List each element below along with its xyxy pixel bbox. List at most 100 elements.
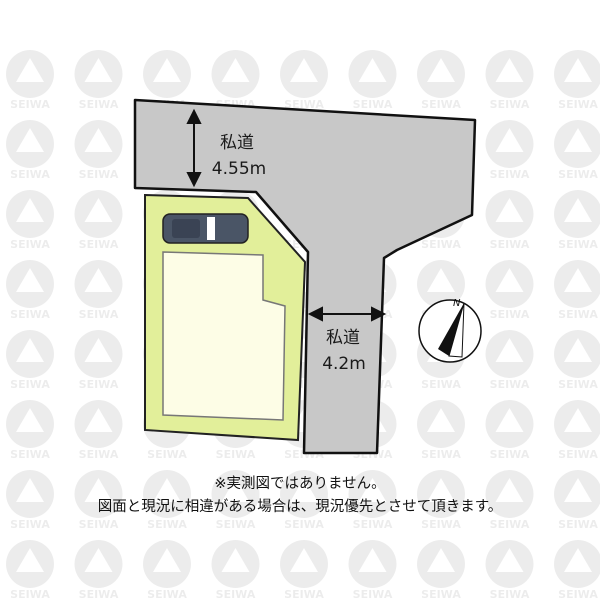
watermark-logo: SEIWA <box>6 400 54 461</box>
watermark-logo: SEIWA <box>485 120 534 181</box>
watermark-logo: SEIWA <box>485 190 534 251</box>
svg-text:SEIWA: SEIWA <box>558 238 598 251</box>
watermark-logo: SEIWA <box>485 400 534 461</box>
svg-text:SEIWA: SEIWA <box>10 378 50 391</box>
building-footprint <box>162 251 286 421</box>
watermark-logo: SEIWA <box>143 470 191 531</box>
disclaimer-line-1: ※実測図ではありません。 <box>214 476 386 492</box>
svg-text:SEIWA: SEIWA <box>490 308 530 321</box>
svg-text:SEIWA: SEIWA <box>421 238 461 251</box>
north-label: N <box>453 298 461 309</box>
svg-text:SEIWA: SEIWA <box>147 588 187 600</box>
watermark-logo: SEIWA <box>348 540 397 600</box>
svg-text:SEIWA: SEIWA <box>10 238 50 251</box>
watermark-logo: SEIWA <box>554 330 600 391</box>
watermark-logo: SEIWA <box>554 400 600 461</box>
watermark-logo: SEIWA <box>280 470 328 531</box>
svg-text:SEIWA: SEIWA <box>490 588 530 600</box>
svg-text:SEIWA: SEIWA <box>558 168 598 181</box>
watermark-logo: SEIWA <box>485 330 534 391</box>
svg-text:SEIWA: SEIWA <box>284 518 324 531</box>
watermark-logo: SEIWA <box>554 470 600 531</box>
svg-text:SEIWA: SEIWA <box>79 378 119 391</box>
watermark-logo: SEIWA <box>417 50 465 111</box>
svg-text:SEIWA: SEIWA <box>490 378 530 391</box>
svg-text:SEIWA: SEIWA <box>10 518 50 531</box>
svg-text:SEIWA: SEIWA <box>79 518 119 531</box>
top-road-name: 私道 <box>220 133 254 153</box>
top-road-width: 4.55m <box>211 159 267 179</box>
watermark-logo: SEIWA <box>485 470 534 531</box>
svg-text:SEIWA: SEIWA <box>79 238 119 251</box>
svg-text:SEIWA: SEIWA <box>490 168 530 181</box>
svg-text:SEIWA: SEIWA <box>490 238 530 251</box>
svg-text:SEIWA: SEIWA <box>421 98 461 111</box>
svg-text:SEIWA: SEIWA <box>79 168 119 181</box>
svg-text:SEIWA: SEIWA <box>216 518 256 531</box>
svg-text:SEIWA: SEIWA <box>558 448 598 461</box>
watermark-logo: SEIWA <box>211 540 260 600</box>
watermark-logo: SEIWA <box>74 190 123 251</box>
watermark-logo: SEIWA <box>6 120 54 181</box>
svg-text:SEIWA: SEIWA <box>79 588 119 600</box>
svg-text:SEIWA: SEIWA <box>79 448 119 461</box>
watermark-logo: SEIWA <box>6 470 54 531</box>
watermark-logo: SEIWA <box>280 540 328 600</box>
watermark-logo: SEIWA <box>417 540 465 600</box>
watermark-logo: SEIWA <box>74 400 123 461</box>
watermark-logo: SEIWA <box>6 260 54 321</box>
watermark-logo: SEIWA <box>554 50 600 111</box>
svg-text:SEIWA: SEIWA <box>284 588 324 600</box>
svg-text:SEIWA: SEIWA <box>353 518 393 531</box>
dimension-top-road <box>186 108 202 188</box>
svg-text:SEIWA: SEIWA <box>79 308 119 321</box>
watermark-logo: SEIWA <box>143 540 191 600</box>
watermark-logo: SEIWA <box>554 540 600 600</box>
watermark-logo: SEIWA <box>554 190 600 251</box>
watermark-logo: SEIWA <box>74 260 123 321</box>
svg-text:SEIWA: SEIWA <box>147 518 187 531</box>
watermark-logo: SEIWA <box>485 260 534 321</box>
svg-text:SEIWA: SEIWA <box>353 588 393 600</box>
watermark-logo: SEIWA <box>417 470 465 531</box>
watermark-logo: SEIWA <box>485 540 534 600</box>
watermark-logo: SEIWA <box>74 470 123 531</box>
svg-text:SEIWA: SEIWA <box>216 448 256 461</box>
watermark-logo: SEIWA <box>74 120 123 181</box>
svg-text:SEIWA: SEIWA <box>558 378 598 391</box>
watermark-logo: SEIWA <box>485 50 534 111</box>
svg-text:SEIWA: SEIWA <box>558 308 598 321</box>
svg-text:SEIWA: SEIWA <box>421 448 461 461</box>
svg-text:SEIWA: SEIWA <box>353 98 393 111</box>
svg-text:SEIWA: SEIWA <box>558 518 598 531</box>
right-road-name: 私道 <box>326 328 360 348</box>
svg-text:SEIWA: SEIWA <box>10 448 50 461</box>
svg-text:SEIWA: SEIWA <box>558 98 598 111</box>
svg-text:SEIWA: SEIWA <box>490 98 530 111</box>
private-road <box>133 98 477 455</box>
svg-text:SEIWA: SEIWA <box>421 378 461 391</box>
right-road-width: 4.2m <box>322 354 366 374</box>
watermark-logo: SEIWA <box>211 470 260 531</box>
watermark-logo: SEIWA <box>74 330 123 391</box>
watermark-logo: SEIWA <box>6 330 54 391</box>
watermark-logo: SEIWA <box>6 540 54 600</box>
svg-text:SEIWA: SEIWA <box>147 448 187 461</box>
svg-text:SEIWA: SEIWA <box>421 518 461 531</box>
svg-text:SEIWA: SEIWA <box>558 588 598 600</box>
watermark-logo: SEIWA <box>348 470 397 531</box>
watermark-logo: SEIWA <box>554 120 600 181</box>
watermark-logo: SEIWA <box>6 190 54 251</box>
svg-text:SEIWA: SEIWA <box>79 98 119 111</box>
watermark-logo: SEIWA <box>348 50 397 111</box>
disclaimer-line-2: 図面と現況に相違がある場合は、現況優先とさせて頂きます。 <box>97 499 503 515</box>
watermark-logo: SEIWA <box>211 50 260 111</box>
watermark-logo: SEIWA <box>554 260 600 321</box>
svg-text:SEIWA: SEIWA <box>490 448 530 461</box>
svg-text:SEIWA: SEIWA <box>284 98 324 111</box>
watermark-logo: SEIWA <box>74 540 123 600</box>
svg-text:SEIWA: SEIWA <box>421 588 461 600</box>
svg-text:SEIWA: SEIWA <box>490 518 530 531</box>
svg-text:SEIWA: SEIWA <box>10 308 50 321</box>
